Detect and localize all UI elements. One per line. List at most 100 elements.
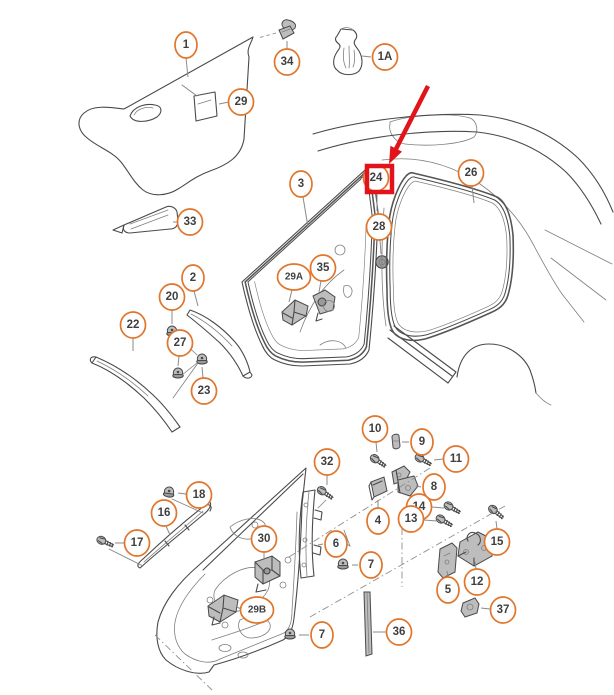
callout-leader-line xyxy=(433,458,444,461)
callout-leader-line xyxy=(379,239,382,255)
callout-number: 9 xyxy=(419,436,425,448)
callout-13[interactable]: 13 xyxy=(397,505,438,533)
callout-number: 23 xyxy=(198,385,211,397)
callout-number: 8 xyxy=(431,481,438,493)
part-8-hinge xyxy=(391,465,419,497)
part-22-strip xyxy=(89,356,181,433)
part-26-door-opening-seal xyxy=(385,171,515,342)
part-33-sealant-tube xyxy=(112,205,179,234)
assembly-lines-16 xyxy=(108,498,204,567)
callout-12[interactable]: 12 xyxy=(463,561,491,596)
callout-ring xyxy=(250,525,278,553)
callout-number: 20 xyxy=(166,291,179,303)
callout-26[interactable]: 26 xyxy=(457,159,485,204)
callout-leader-line xyxy=(177,492,187,495)
part-17-screw xyxy=(95,534,116,550)
callout-7[interactable]: 7 xyxy=(352,551,383,579)
callout-ring xyxy=(359,551,383,579)
callout-ring xyxy=(239,596,275,624)
callout-ring xyxy=(457,159,485,187)
callout-ring xyxy=(371,43,399,71)
callout-29[interactable]: 29 xyxy=(218,88,255,116)
callout-ring xyxy=(123,529,151,557)
callout-1[interactable]: 1 xyxy=(174,31,198,78)
callout-number: 24 xyxy=(370,172,383,184)
callout-30[interactable]: 30 xyxy=(250,525,278,560)
callout-number: 29A xyxy=(285,272,303,283)
part-23-clip xyxy=(196,353,208,365)
callout-leader-line xyxy=(375,441,378,453)
callout-number: 26 xyxy=(465,167,478,179)
part-4-wedge-plate xyxy=(368,476,388,501)
callout-number: 34 xyxy=(281,56,294,68)
callout-leader-line xyxy=(446,570,449,578)
part-2-strip xyxy=(186,309,253,379)
callout-16[interactable]: 16 xyxy=(150,499,178,536)
callout-29A[interactable]: 29A xyxy=(276,263,312,303)
callout-32[interactable]: 32 xyxy=(313,448,341,485)
callout-ring xyxy=(150,499,178,527)
part-29-patch xyxy=(181,84,218,122)
callout-1A[interactable]: 1A xyxy=(361,43,399,71)
callout-17[interactable]: 17 xyxy=(115,529,151,557)
callout-6[interactable]: 6 xyxy=(317,530,348,558)
callout-29B[interactable]: 29B xyxy=(236,596,275,624)
callout-number: 11 xyxy=(450,453,463,465)
callout-leader-line xyxy=(423,519,438,522)
callout-23[interactable]: 23 xyxy=(190,366,218,405)
callout-2[interactable]: 2 xyxy=(181,264,205,307)
callout-leader-line xyxy=(201,366,204,379)
callout-number: 36 xyxy=(393,626,406,638)
callout-ring xyxy=(273,48,301,76)
callout-leader-line xyxy=(474,561,477,570)
part-36-strip xyxy=(363,591,373,657)
callout-leader-line xyxy=(302,196,309,228)
callout-20[interactable]: 20 xyxy=(158,283,186,324)
part-10-bolt xyxy=(368,452,389,470)
part-14-bolt xyxy=(442,499,463,517)
callout-ring xyxy=(385,618,413,646)
hinge-hardware xyxy=(368,433,434,501)
callout-9[interactable]: 9 xyxy=(402,428,434,456)
callout-leader-line xyxy=(471,185,475,204)
callout-22[interactable]: 22 xyxy=(119,311,147,351)
callout-27[interactable]: 27 xyxy=(166,329,194,367)
callout-ring xyxy=(422,473,446,501)
callout-leader-line xyxy=(495,520,498,530)
callout-leader-line xyxy=(415,485,422,488)
callout-36[interactable]: 36 xyxy=(373,618,413,646)
callout-5[interactable]: 5 xyxy=(436,570,460,604)
part-32-screw xyxy=(315,484,336,502)
highlight-layer xyxy=(364,84,431,195)
part-30-window-regulator-lock xyxy=(254,555,281,593)
callout-ring xyxy=(365,213,393,241)
part-13-bolt xyxy=(434,512,455,530)
callout-37[interactable]: 37 xyxy=(480,596,517,624)
callout-28[interactable]: 28 xyxy=(365,213,393,255)
callout-number: 13 xyxy=(405,513,418,525)
callout-ring xyxy=(361,415,389,443)
part-18-clip xyxy=(162,485,176,499)
part-5-plate xyxy=(437,542,458,579)
callout-10[interactable]: 10 xyxy=(361,415,389,453)
callout-ring xyxy=(310,621,334,649)
callout-4[interactable]: 4 xyxy=(366,500,390,535)
callout-8[interactable]: 8 xyxy=(415,473,446,501)
callout-leader-line xyxy=(193,290,199,307)
part-7-clip-lower xyxy=(284,628,296,640)
callout-number: 4 xyxy=(375,515,382,527)
callout-3[interactable]: 3 xyxy=(289,170,313,228)
part-37-plate xyxy=(460,597,480,618)
callout-number: 12 xyxy=(471,576,484,588)
callout-15[interactable]: 15 xyxy=(483,520,511,556)
callout-34[interactable]: 34 xyxy=(273,41,301,76)
callout-35[interactable]: 35 xyxy=(309,254,337,293)
callout-ring xyxy=(436,576,460,604)
callout-33[interactable]: 33 xyxy=(173,208,204,236)
callout-7-2[interactable]: 7 xyxy=(299,621,334,649)
callout-24[interactable]: 24 xyxy=(362,164,390,211)
callout-11[interactable]: 11 xyxy=(433,445,470,473)
part-29b-bracket xyxy=(207,594,239,626)
callout-ring xyxy=(289,170,313,198)
callout-18[interactable]: 18 xyxy=(177,481,213,509)
